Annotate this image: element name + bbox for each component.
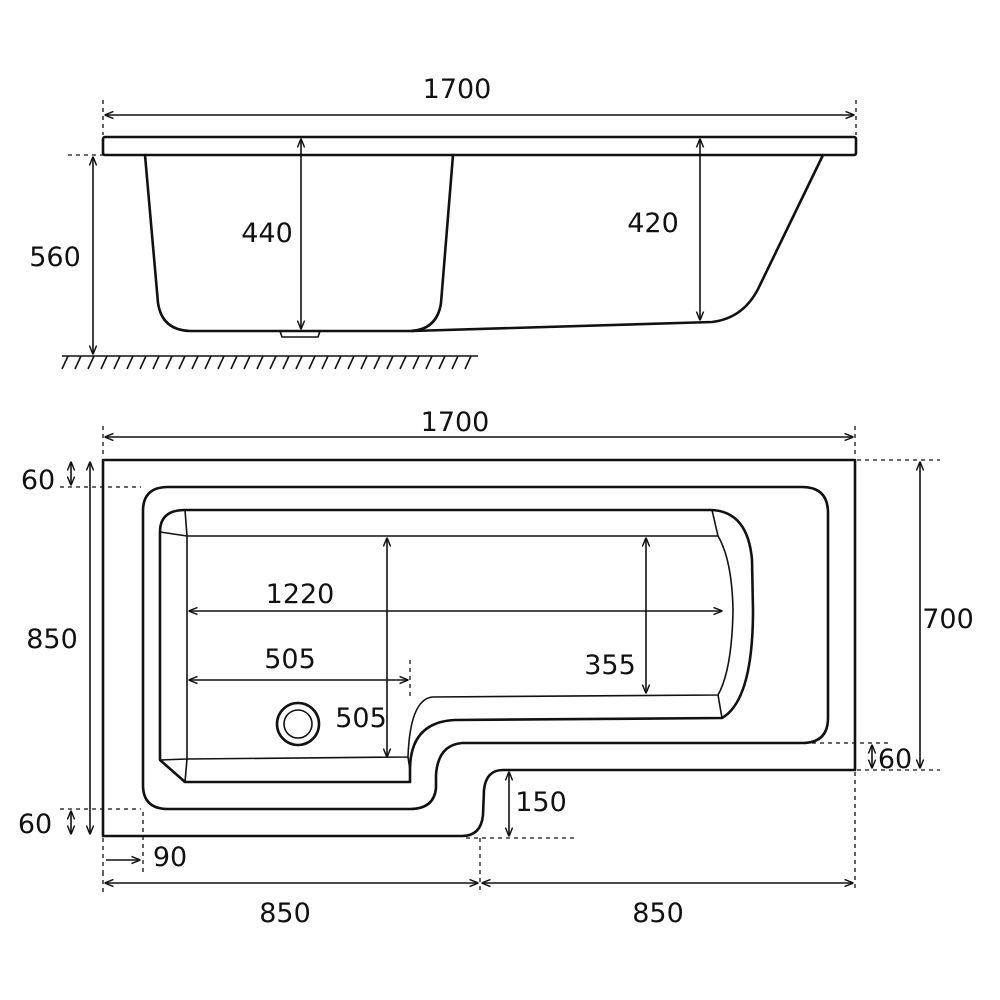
- dim-inner-length: 1220: [266, 579, 335, 610]
- dim-rim-left: 90: [153, 842, 187, 873]
- side-elevation-view: 1700 560 440 420: [29, 74, 858, 370]
- dim-inner-width-narrow: 355: [584, 650, 636, 681]
- bath-basin-floor: [186, 535, 734, 760]
- dim-shower-zone-width: 505: [335, 703, 387, 734]
- dim-depth-deep: 440: [241, 218, 293, 249]
- floor-hatch-mark: [113, 355, 121, 370]
- dim-step-depth: 150: [515, 787, 567, 818]
- floor-hatch-mark: [386, 355, 394, 370]
- floor-hatch-mark: [451, 355, 459, 370]
- floor-hatch-mark: [74, 355, 82, 370]
- bath-body-profile: [143, 153, 455, 333]
- floor-hatch-mark: [308, 355, 316, 370]
- floor-hatch-mark: [230, 355, 238, 370]
- dim-side-length: 1700: [423, 74, 492, 105]
- floor-hatch-mark: [282, 355, 290, 370]
- floor-hatch-mark: [464, 355, 472, 370]
- dim-half-length-right: 850: [632, 898, 684, 929]
- floor-hatch-mark: [139, 355, 147, 370]
- floor-hatch-mark: [204, 355, 212, 370]
- floor-hatch-mark: [87, 355, 95, 370]
- floor-hatch-mark: [295, 355, 303, 370]
- dim-rim-bottom-left: 60: [18, 809, 52, 840]
- floor-hatch-mark: [178, 355, 186, 370]
- bath-basin-outline: [158, 508, 755, 784]
- dim-shower-zone-length: 505: [264, 644, 316, 675]
- dim-depth-shallow: 420: [627, 208, 679, 239]
- floor-hatch-mark: [412, 355, 420, 370]
- floor-hatch-mark: [321, 355, 329, 370]
- bath-sloped-profile: [410, 153, 825, 333]
- floor-hatch-mark: [360, 355, 368, 370]
- floor-hatch-mark: [100, 355, 108, 370]
- floor-hatch-mark: [347, 355, 355, 370]
- floor-hatch-mark: [152, 355, 160, 370]
- floor-hatch-mark: [256, 355, 264, 370]
- waste-outlet-plan: [275, 701, 321, 747]
- waste-outlet-side: [279, 330, 321, 338]
- bath-inner-rim: [141, 485, 830, 811]
- floor-hatch-mark: [217, 355, 225, 370]
- floor-hatch-mark: [373, 355, 381, 370]
- floor-hatch-mark: [269, 355, 277, 370]
- floor-hatch-mark: [126, 355, 134, 370]
- floor-hatch-mark: [243, 355, 251, 370]
- dim-narrow-width: 700: [922, 604, 974, 635]
- floor-hatch-mark: [425, 355, 433, 370]
- dim-rim-right: 60: [878, 744, 912, 775]
- dim-total-height: 560: [29, 242, 81, 273]
- dim-rim-top: 60: [21, 465, 55, 496]
- dim-plan-length: 1700: [421, 407, 490, 438]
- bath-rim-profile: [101, 135, 858, 157]
- dim-overall-width: 850: [26, 624, 78, 655]
- floor-hatching: [61, 355, 472, 370]
- dim-half-length-left: 850: [259, 898, 311, 929]
- floor-hatch-mark: [438, 355, 446, 370]
- floor-hatch-mark: [334, 355, 342, 370]
- bath-outer-outline: [101, 458, 857, 838]
- plan-view: 1700 850 60 60 90 850 850 700 60: [18, 407, 974, 929]
- floor-hatch-mark: [399, 355, 407, 370]
- floor-hatch-mark: [61, 355, 69, 370]
- floor-hatch-mark: [165, 355, 173, 370]
- floor-hatch-mark: [191, 355, 199, 370]
